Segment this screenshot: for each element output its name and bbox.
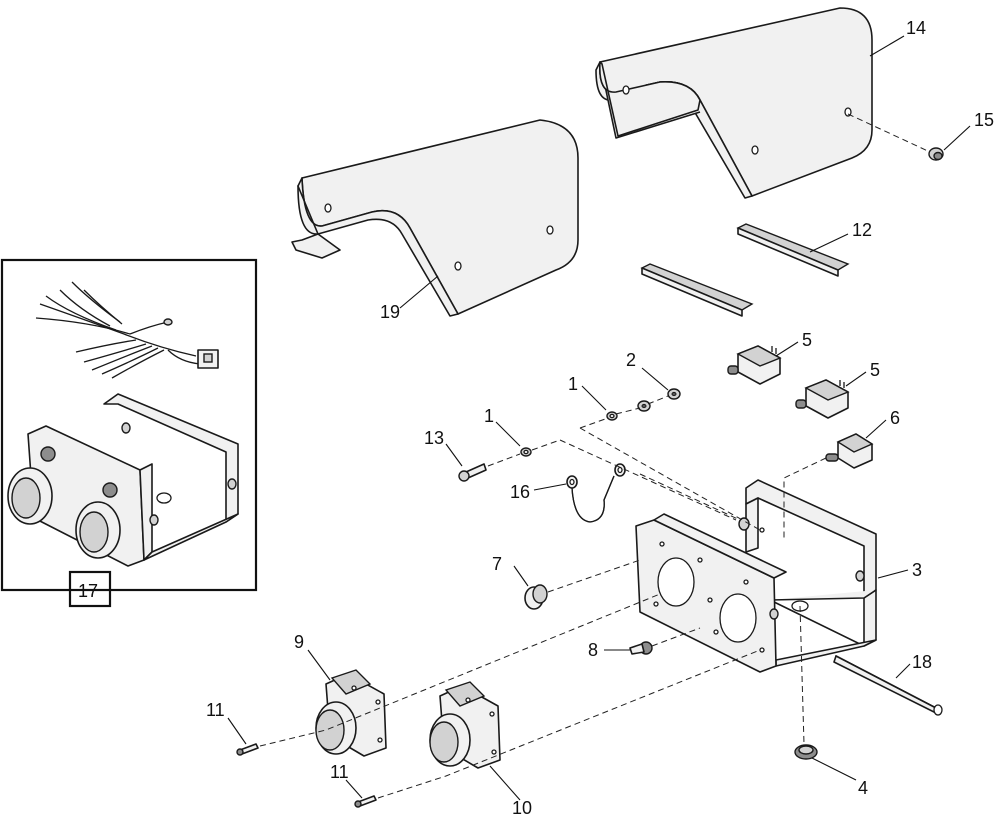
callout-4: 4 <box>858 778 868 798</box>
part-10-socket <box>429 681 501 769</box>
callout-5b: 5 <box>870 360 880 380</box>
callout-numbers: 1 2 1 13 16 3 4 5 5 6 7 8 9 10 11 11 12 … <box>78 18 994 818</box>
callout-12: 12 <box>852 220 872 240</box>
part-7-plug <box>524 559 641 610</box>
callout-2: 2 <box>626 350 636 370</box>
part-12-strips <box>640 223 850 317</box>
callout-16: 16 <box>510 482 530 502</box>
callout-14: 14 <box>906 18 926 38</box>
part-19-cover <box>291 119 579 317</box>
part-16-ground-strap <box>566 463 626 523</box>
callout-8: 8 <box>588 640 598 660</box>
callout-3: 3 <box>912 560 922 580</box>
callout-1b: 1 <box>484 406 494 426</box>
callout-17: 17 <box>78 581 98 601</box>
part-18-rod <box>833 655 943 716</box>
callout-1a: 1 <box>568 374 578 394</box>
part-11-screws <box>236 743 377 808</box>
part-3-bracket <box>635 479 877 673</box>
callout-5a: 5 <box>802 330 812 350</box>
part-8-screw <box>629 627 701 655</box>
callout-7: 7 <box>492 554 502 574</box>
callout-11b: 11 <box>330 762 349 782</box>
part-9-socket <box>315 669 387 757</box>
part-1-2-washers-nuts <box>520 388 681 457</box>
inset-17-assembly <box>0 258 258 608</box>
callout-6: 6 <box>890 408 900 428</box>
callout-9: 9 <box>294 632 304 652</box>
assembly-lines <box>259 427 827 799</box>
callout-15: 15 <box>974 110 994 130</box>
part-14-top-cover <box>595 7 873 199</box>
callout-13: 13 <box>424 428 444 448</box>
callout-11a: 11 <box>206 700 225 720</box>
callout-18: 18 <box>912 652 932 672</box>
part-15-bolt <box>847 113 944 161</box>
leader-lines <box>227 35 971 801</box>
part-4-grommet <box>794 605 818 760</box>
callout-10: 10 <box>512 798 532 818</box>
callout-19: 19 <box>380 302 400 322</box>
part-13-bolt <box>458 439 561 482</box>
part-5-switches <box>727 345 850 419</box>
part-6-switch <box>825 433 874 469</box>
